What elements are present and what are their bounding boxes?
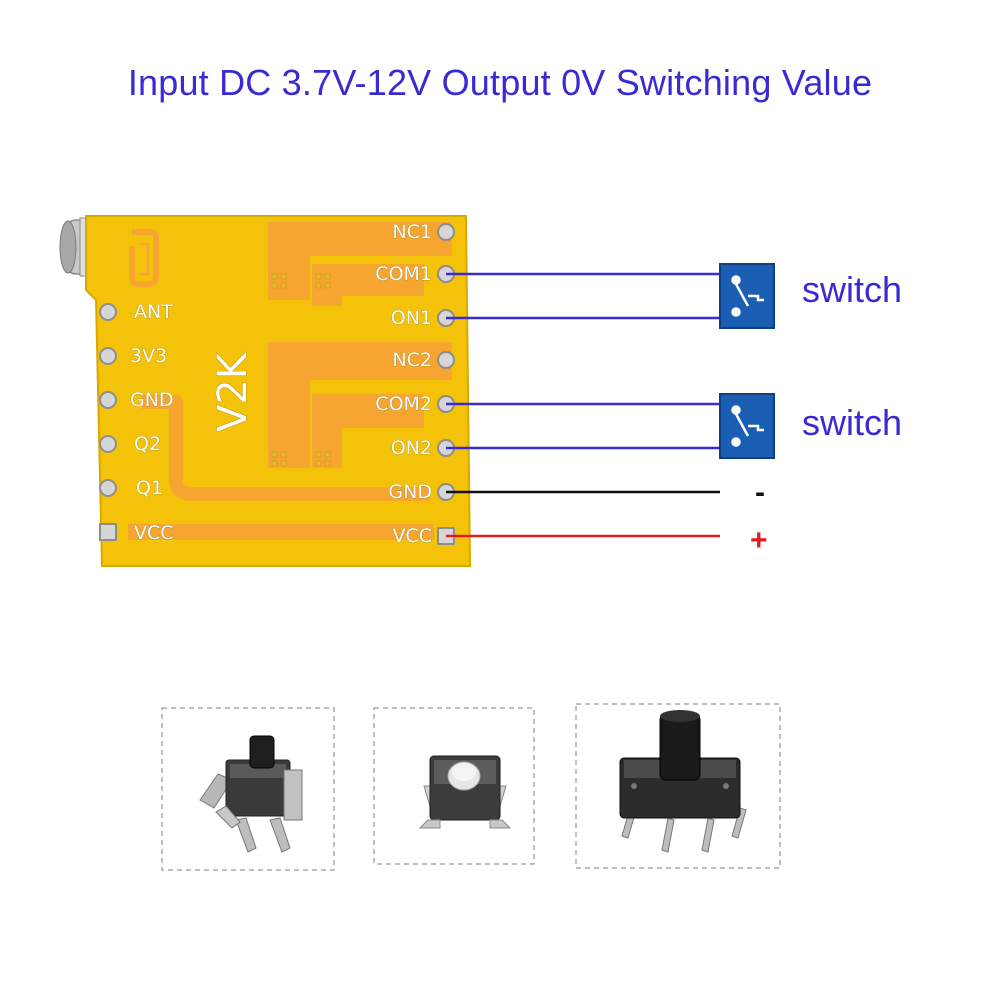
switch-1-label: switch xyxy=(802,269,902,310)
switch-symbol-icon xyxy=(731,275,764,317)
pin-label-q1: Q1 xyxy=(136,477,163,499)
switch-1: switch xyxy=(719,263,902,329)
pin-nc1: NC1 xyxy=(392,221,455,243)
pin-on1: ON1 xyxy=(390,307,455,329)
switch-symbol-icon xyxy=(731,405,764,447)
pin-label-q2: Q2 xyxy=(134,433,161,455)
pin-q2: Q2 xyxy=(99,433,161,455)
model-label: V2K xyxy=(210,351,256,432)
button-photo-1 xyxy=(161,707,335,871)
gnd-sign: - xyxy=(755,476,765,509)
pin-label-ant: ANT xyxy=(134,301,173,323)
pin-com1: COM1 xyxy=(375,263,455,285)
pin-label-on2: ON2 xyxy=(391,437,432,459)
vcc-sign: + xyxy=(750,524,768,557)
pin-vcc-left: VCC xyxy=(99,522,174,544)
pin-nc2: NC2 xyxy=(392,349,455,371)
button-photo-3 xyxy=(575,703,781,869)
right-pin-header: NC1 COM1 ON1 NC2 COM2 ON2 GND VCC xyxy=(375,221,455,547)
button-photo-2 xyxy=(373,707,535,865)
page-title: Input DC 3.7V-12V Output 0V Switching Va… xyxy=(127,62,873,103)
pcb-module: V2K xyxy=(85,215,472,567)
right-angle-tactile-switch-icon xyxy=(199,735,303,853)
pin-vcc-right: VCC xyxy=(392,525,455,547)
through-hole-tactile-switch-icon xyxy=(619,710,747,853)
pin-label-vcc-right: VCC xyxy=(392,525,432,547)
pin-3v3: 3V3 xyxy=(99,345,167,367)
pin-label-on1: ON1 xyxy=(391,307,432,329)
pin-label-vcc-left: VCC xyxy=(134,522,174,544)
pin-label-nc2: NC2 xyxy=(392,349,432,371)
left-pin-header: ANT 3V3 GND Q2 Q1 VCC xyxy=(99,301,174,544)
pin-label-com2: COM2 xyxy=(375,393,432,415)
pin-label-3v3: 3V3 xyxy=(130,345,167,367)
wires xyxy=(446,272,720,538)
pin-q1: Q1 xyxy=(99,477,163,499)
pin-ant: ANT xyxy=(99,301,174,323)
pin-label-gnd-right: GND xyxy=(388,481,432,503)
pin-com2: COM2 xyxy=(375,393,455,415)
pin-on2: ON2 xyxy=(390,437,455,459)
pin-gnd-right: GND xyxy=(388,481,455,503)
pin-label-com1: COM1 xyxy=(375,263,432,285)
switch-2-label: switch xyxy=(802,402,902,443)
smd-tactile-switch-icon xyxy=(418,755,512,829)
pin-label-gnd-left: GND xyxy=(130,389,174,411)
switch-2: switch xyxy=(719,393,902,459)
pin-gnd-left: GND xyxy=(99,389,174,411)
pin-label-nc1: NC1 xyxy=(392,221,432,243)
